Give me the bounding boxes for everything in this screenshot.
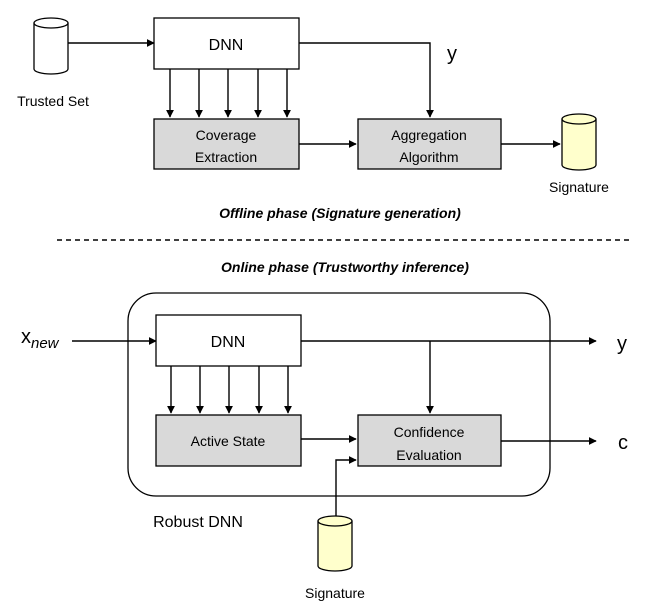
online-dnn-label: DNN [211,334,246,351]
offline-phase: Trusted Set DNN Coverage Extraction y Ag… [17,17,609,221]
aggregation-line1: Aggregation [391,127,467,143]
x-new-base: x [21,326,31,348]
online-phase: Online phase (Trustworthy inference) Rob… [21,259,628,601]
offline-signature-label: Signature [549,179,609,195]
offline-layer-arrows [166,69,291,118]
offline-signature-database-icon [561,113,597,171]
offline-dnn-label: DNN [209,37,244,54]
online-phase-title: Online phase (Trustworthy inference) [221,259,469,275]
trusted-set-database-icon [33,17,69,75]
robust-dnn-label: Robust DNN [153,514,243,531]
aggregation-algorithm-box [357,118,502,170]
active-state-label: Active State [191,433,266,449]
c-output-label: c [618,432,628,454]
aggregation-line2: Algorithm [399,149,458,165]
robust-dnn-container [127,292,551,497]
online-signature-database-icon [317,515,353,572]
offline-phase-title: Offline phase (Signature generation) [219,205,461,221]
active-state-box [155,414,302,467]
confidence-line2: Evaluation [396,447,461,463]
confidence-line1: Confidence [394,424,465,440]
offline-dnn-box [153,17,300,70]
x-new-label: xnew [21,326,60,352]
x-new-subscript: new [31,335,60,352]
coverage-line2: Extraction [195,149,257,165]
offline-y-label: y [447,43,457,65]
confidence-evaluation-box [357,414,502,467]
trusted-set-label: Trusted Set [17,93,89,109]
online-layer-arrows [167,366,292,414]
edge-signature-to-confidence [335,456,357,517]
edge-dnn-to-aggregation [299,42,434,118]
online-dnn-box [155,314,302,367]
online-signature-label: Signature [305,585,365,601]
online-y-label: y [617,333,627,355]
coverage-line1: Coverage [196,127,257,143]
